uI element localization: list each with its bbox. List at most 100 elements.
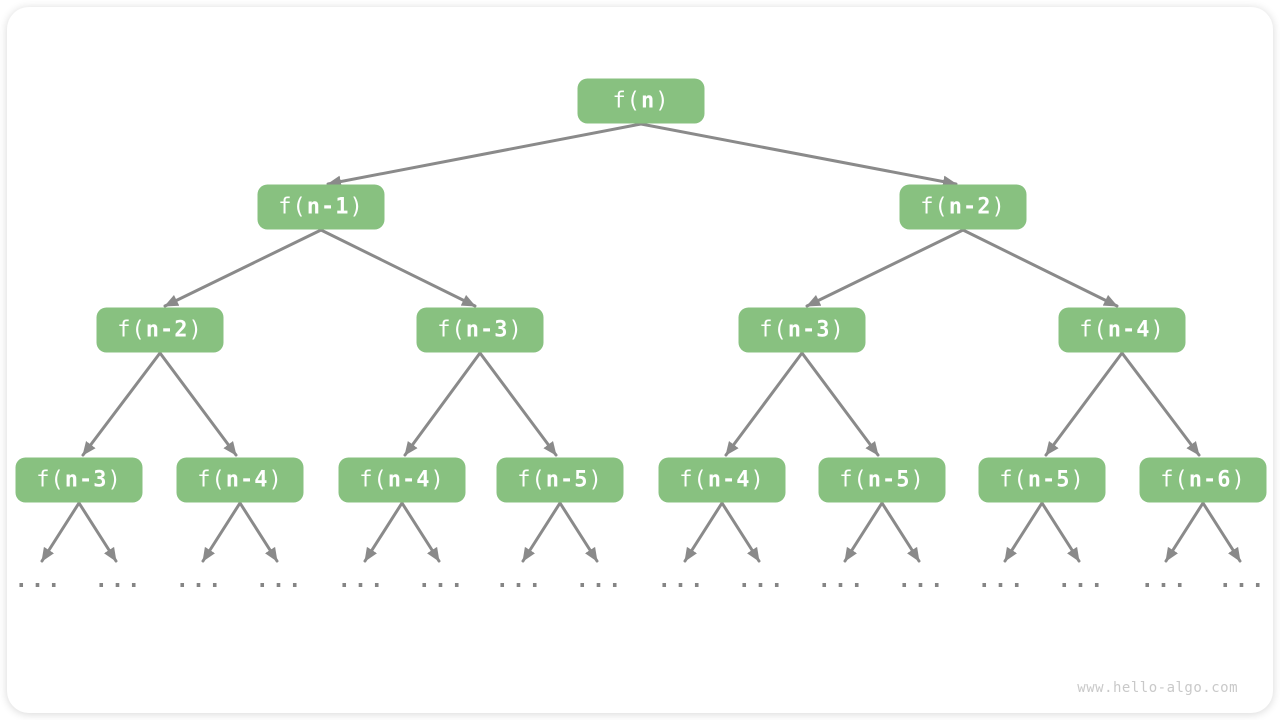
edge — [81, 351, 162, 457]
node-label-suffix: ) — [830, 317, 845, 343]
node-f-n-3: f(n-3) — [15, 457, 143, 503]
edge — [326, 122, 643, 188]
ellipsis: ... — [1140, 568, 1190, 593]
edge — [521, 501, 562, 563]
node-label-arg: n-4 — [1107, 317, 1151, 343]
ellipsis: ... — [575, 568, 625, 593]
node-label-prefix: f( — [612, 88, 641, 114]
edge — [1201, 501, 1242, 563]
node-label-arg: n-4 — [707, 467, 751, 493]
node-label-suffix: ) — [1070, 467, 1085, 493]
node-label-arg: n-2 — [145, 317, 189, 343]
node-label-suffix: ) — [750, 467, 765, 493]
node-label-prefix: f( — [517, 467, 546, 493]
ellipsis: ... — [897, 568, 947, 593]
node-label-suffix: ) — [1231, 467, 1246, 493]
node-label-prefix: f( — [839, 467, 868, 493]
node-f-n-2: f(n-2) — [96, 307, 224, 353]
node-label-arg: n-1 — [306, 194, 350, 220]
node-f-n-4: f(n-4) — [176, 457, 304, 503]
node-label-arg: n-5 — [1027, 467, 1071, 493]
node-f-n-6: f(n-6) — [1139, 457, 1267, 503]
edge — [163, 228, 323, 308]
edge — [683, 501, 724, 563]
edge — [403, 351, 482, 457]
ellipsis: ... — [737, 568, 787, 593]
edge — [639, 122, 958, 188]
node-label-suffix: ) — [508, 317, 523, 343]
node-label-arg: n-5 — [545, 467, 589, 493]
edge — [880, 501, 921, 563]
edge — [843, 501, 884, 563]
edge — [1164, 501, 1205, 563]
ellipsis: ... — [1057, 568, 1107, 593]
node-label-prefix: f( — [36, 467, 65, 493]
node-label-prefix: f( — [1160, 467, 1189, 493]
ellipsis: ... — [175, 568, 225, 593]
node-label-suffix: ) — [991, 194, 1006, 220]
edge — [800, 351, 880, 457]
node-label-prefix: f( — [920, 194, 949, 220]
edge — [1120, 351, 1201, 457]
node-f-n-1: f(n-1) — [257, 184, 385, 230]
edge — [961, 228, 1119, 308]
ellipsis: ... — [417, 568, 467, 593]
node-f-n-5: f(n-5) — [496, 457, 624, 503]
node-f-n-5: f(n-5) — [978, 457, 1106, 503]
node-label-suffix: ) — [107, 467, 122, 493]
ellipsis: ... — [337, 568, 387, 593]
node-f-n-3: f(n-3) — [738, 307, 866, 353]
node-label-suffix: ) — [188, 317, 203, 343]
node-label-prefix: f( — [197, 467, 226, 493]
node-label-suffix: ) — [349, 194, 364, 220]
node-f-n-4: f(n-4) — [1058, 307, 1186, 353]
node-f-n-5: f(n-5) — [818, 457, 946, 503]
node-label-suffix: ) — [430, 467, 445, 493]
ellipsis: ... — [94, 568, 144, 593]
node-label-suffix: ) — [655, 88, 670, 114]
ellipsis: ... — [977, 568, 1027, 593]
edge — [1040, 501, 1081, 563]
node-label-arg: n-4 — [387, 467, 431, 493]
node-label-prefix: f( — [437, 317, 466, 343]
edge — [1044, 351, 1124, 457]
node-label-prefix: f( — [278, 194, 307, 220]
ellipsis: ... — [255, 568, 305, 593]
node-label-suffix: ) — [588, 467, 603, 493]
edge — [478, 351, 558, 457]
edge-group — [40, 122, 1242, 563]
edge — [77, 501, 118, 563]
edge — [720, 501, 761, 563]
node-label-arg: n-5 — [867, 467, 911, 493]
node-label-prefix: f( — [117, 317, 146, 343]
node-f-n-4: f(n-4) — [658, 457, 786, 503]
watermark: www.hello-algo.com — [1077, 680, 1238, 696]
node-label-arg: n-2 — [948, 194, 992, 220]
edge — [1003, 501, 1044, 563]
node-label-prefix: f( — [359, 467, 388, 493]
node-label-arg: n — [641, 88, 656, 114]
ellipsis: ... — [1218, 568, 1268, 593]
edge — [724, 351, 804, 457]
node-label-prefix: f( — [1079, 317, 1108, 343]
ellipsis: ... — [657, 568, 707, 593]
node-label-suffix: ) — [910, 467, 925, 493]
node-label-arg: n-4 — [225, 467, 269, 493]
node-f-n-4: f(n-4) — [338, 457, 466, 503]
edge — [558, 501, 599, 563]
edge — [400, 501, 441, 563]
edge — [363, 501, 404, 563]
node-label-arg: n-3 — [64, 467, 108, 493]
node-label-arg: n-3 — [465, 317, 509, 343]
node-label-prefix: f( — [759, 317, 788, 343]
edge — [201, 501, 242, 563]
node-label-prefix: f( — [679, 467, 708, 493]
node-f-n: f(n) — [577, 78, 705, 124]
node-f-n-3: f(n-3) — [416, 307, 544, 353]
ellipsis: ... — [495, 568, 545, 593]
edge — [319, 228, 477, 308]
edge — [238, 501, 279, 563]
node-f-n-2: f(n-2) — [899, 184, 1027, 230]
